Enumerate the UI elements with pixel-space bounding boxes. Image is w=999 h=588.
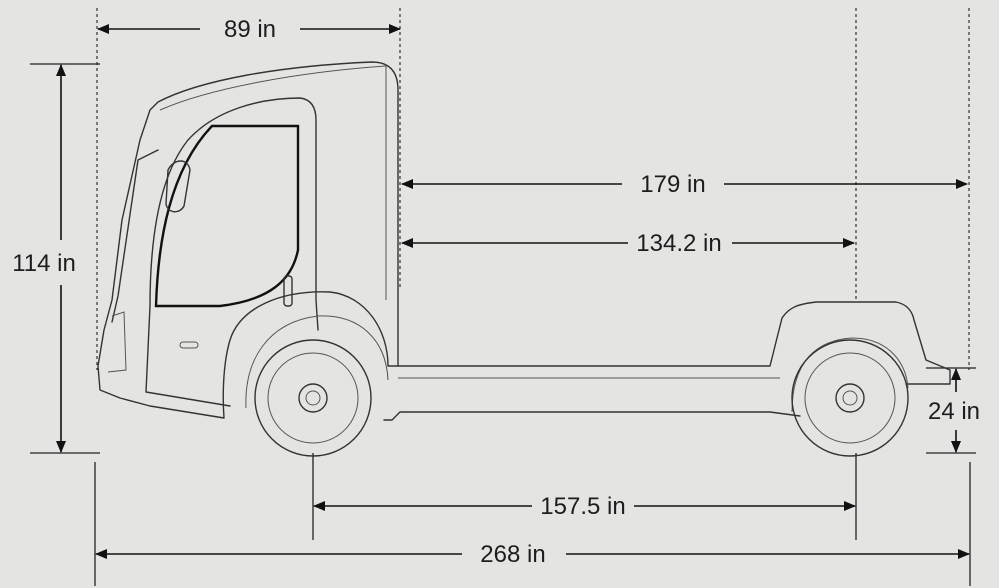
- dimension-ground-clearance: 24 in: [928, 368, 980, 453]
- truck-drawing: [97, 61, 951, 457]
- label-height: 114 in: [12, 250, 76, 277]
- door-outline: [145, 97, 319, 407]
- mirror: [165, 160, 191, 213]
- door-handle: [283, 275, 293, 307]
- front-wheel: [254, 339, 372, 457]
- front-wheel-arch: [245, 315, 389, 409]
- dimension-cab-to-axle: 134.2 in: [401, 230, 855, 257]
- label-ground-clearance: 24 in: [928, 398, 980, 425]
- label-wheelbase: 157.5 in: [540, 493, 625, 520]
- label-cab-to-axle: 134.2 in: [636, 230, 721, 257]
- rear-wheel-arch: [791, 337, 909, 413]
- side-window: [154, 124, 300, 308]
- dimension-overall-length: 268 in: [95, 541, 970, 568]
- dimension-wheelbase: 157.5 in: [313, 493, 856, 520]
- cab-outline: [97, 61, 399, 419]
- windshield-edge: [111, 149, 159, 323]
- front-grille: [107, 311, 127, 373]
- chassis-bottom: [383, 411, 801, 421]
- label-cab-length: 89 in: [224, 16, 276, 43]
- dimension-cab-to-end: 179 in: [401, 171, 968, 198]
- rear-wheel: [791, 339, 909, 457]
- dimension-cab-length: 89 in: [97, 16, 401, 43]
- dimension-height: 114 in: [12, 64, 76, 453]
- label-cab-to-end: 179 in: [640, 171, 705, 198]
- extension-lines: [30, 8, 976, 586]
- side-marker: [179, 341, 199, 349]
- label-overall-length: 268 in: [480, 541, 545, 568]
- cab-inner-curve: [159, 65, 387, 111]
- chassis-rail: [397, 301, 951, 385]
